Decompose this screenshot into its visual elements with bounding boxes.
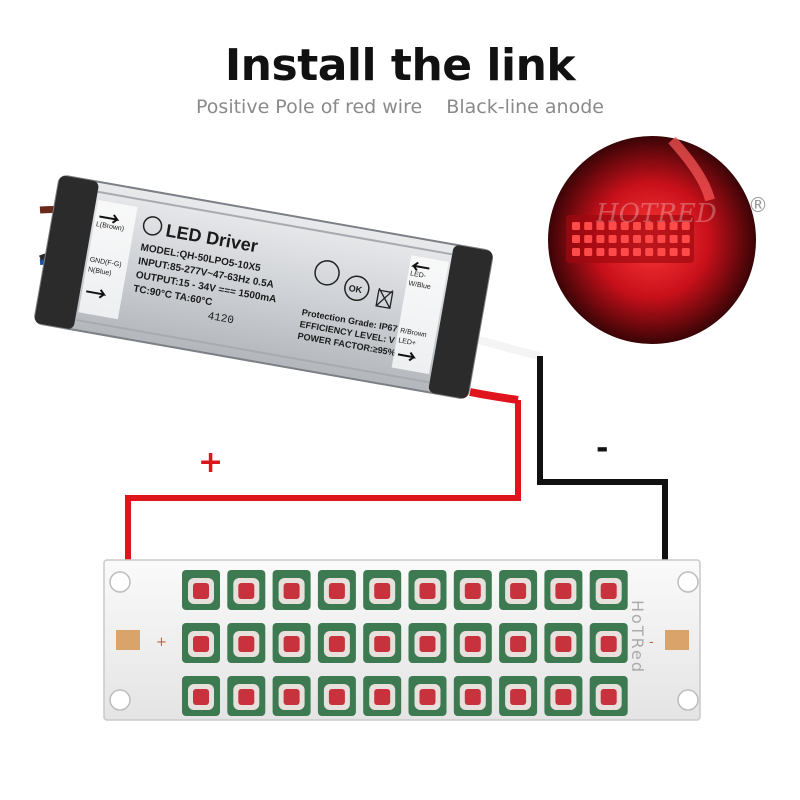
glow-led-chip: [596, 235, 605, 243]
glow-led-chip: [608, 222, 617, 230]
glow-led-chip: [572, 248, 580, 256]
ok-mark-icon: [344, 275, 370, 302]
driver-code: 4120: [207, 311, 235, 327]
glow-led-chip: [620, 235, 629, 243]
arrow-left-icon: [411, 261, 430, 271]
glow-led-chip: [596, 222, 605, 230]
driver-label-led-plus: LED+: [398, 337, 417, 347]
led-chip: [408, 570, 447, 610]
recycle-bin-icon: [375, 287, 394, 310]
led-chip: [227, 623, 266, 663]
led-chip: [408, 676, 447, 716]
solder-pad-negative: [665, 630, 689, 650]
led-chip: [227, 676, 266, 716]
pad-label-positive: +: [156, 635, 167, 650]
led-chip: [499, 570, 538, 610]
bulb-icon: [142, 216, 163, 236]
led-chip: [272, 676, 311, 716]
led-chip: [363, 676, 402, 716]
driver-label-r-brown: R/Brown: [399, 327, 427, 339]
glow-led-chip: [608, 235, 617, 243]
led-chip: [272, 570, 311, 610]
pad-label-negative: -: [649, 635, 654, 650]
mounting-hole: [109, 571, 131, 593]
glow-led-chip: [608, 248, 617, 256]
led-chip: [453, 570, 492, 610]
ok-mark-text: OK: [348, 283, 364, 295]
led-driver: L(Brown) GND(F-G) N(Blue) LED Driver MOD…: [34, 175, 494, 399]
mounting-hole: [109, 689, 131, 711]
solder-pad-positive: [116, 630, 140, 650]
arrow-right-icon: [86, 289, 107, 299]
led-chip: [408, 623, 447, 663]
glow-led-chip: [584, 222, 593, 230]
glow-led-chip: [681, 235, 690, 243]
glow-led-chip: [620, 248, 629, 256]
driver-label-l: L(Brown): [95, 221, 124, 233]
glow-led-chip: [669, 248, 678, 256]
led-chip: [499, 623, 538, 663]
output-wire-white: [477, 336, 541, 360]
driver-label-n: N(Blue): [87, 266, 112, 277]
glow-led-chip: [633, 248, 641, 256]
glow-led-chip: [572, 222, 580, 230]
watermark-text: HOTRED: [595, 199, 717, 229]
output-wire-red-stub: [469, 388, 519, 404]
glow-led-chip: [657, 248, 666, 256]
led-chip: [363, 570, 402, 610]
led-chip: [317, 676, 356, 716]
led-chip: [589, 676, 628, 716]
negative-sign: -: [596, 431, 608, 466]
page-subtitle: Positive Pole of red wire Black-line ano…: [196, 96, 604, 118]
glow-led-chip: [657, 222, 666, 230]
glow-led-chip: [669, 222, 678, 230]
led-chip: [363, 623, 402, 663]
page-title: Install the link: [224, 40, 576, 91]
glow-led-chip: [633, 235, 641, 243]
mounting-hole: [677, 571, 699, 593]
led-chip: [544, 623, 583, 663]
glow-preview: HOTRED ®: [548, 136, 768, 344]
glow-led-grid: [572, 222, 690, 256]
mounting-hole: [677, 689, 699, 711]
led-chip: [544, 570, 583, 610]
glow-led-chip: [572, 235, 580, 243]
led-chip: [182, 623, 220, 663]
led-chip: [544, 676, 583, 716]
glow-led-chip: [681, 248, 690, 256]
led-chip: [317, 623, 356, 663]
led-chip: [589, 623, 628, 663]
glow-led-chip: [681, 222, 690, 230]
led-board: + - HoTRed: [103, 559, 701, 721]
led-chip: [589, 570, 628, 610]
led-chip: [453, 623, 492, 663]
board-led-grid: [182, 570, 628, 716]
arrow-right-icon: [397, 351, 416, 362]
led-chip: [453, 676, 492, 716]
glow-led-chip: [645, 222, 654, 230]
led-chip: [272, 623, 311, 663]
glow-led-chip: [645, 235, 654, 243]
glow-led-chip: [584, 248, 593, 256]
registered-mark: ®: [748, 193, 768, 217]
certification-icon: [314, 260, 340, 286]
driver-label-led-minus: LED-: [410, 270, 428, 280]
glow-led-chip: [620, 222, 629, 230]
led-chip: [227, 570, 266, 610]
glow-led-chip: [633, 222, 641, 230]
positive-sign: +: [198, 445, 223, 480]
glow-led-chip: [657, 235, 666, 243]
led-chip: [182, 570, 220, 610]
glow-led-chip: [584, 235, 593, 243]
glow-led-chip: [645, 248, 654, 256]
led-chip: [499, 676, 538, 716]
board-brand: HoTRed: [628, 600, 647, 674]
glow-led-chip: [669, 235, 678, 243]
glow-led-chip: [596, 248, 605, 256]
led-chip: [317, 570, 356, 610]
driver-label-w-blue: W/Blue: [408, 280, 432, 291]
led-chip: [182, 676, 220, 716]
arrow-right-icon: [99, 214, 120, 224]
